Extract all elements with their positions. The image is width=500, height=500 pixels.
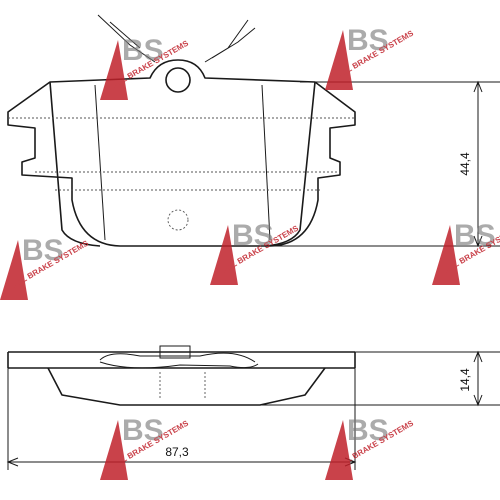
lug-circle xyxy=(167,209,189,231)
side-spring-clip xyxy=(99,352,259,369)
width-dimension-label: 87,3 xyxy=(165,445,189,459)
pad-side-view xyxy=(7,345,356,406)
svg-text:BS: BS xyxy=(347,414,389,447)
abs-logo-watermark: BS ALL BRAKE SYSTEMS xyxy=(325,414,416,480)
svg-text:BS: BS xyxy=(454,219,496,252)
abs-logo-watermark: BS ALL BRAKE SYSTEMS xyxy=(432,219,500,285)
backing-plate-outline xyxy=(7,59,356,247)
height-dimension-label: 44,4 xyxy=(458,152,472,176)
abs-logo-watermark: BS ALL BRAKE SYSTEMS xyxy=(210,219,301,285)
abs-logo-watermark: BS ALL BRAKE SYSTEMS xyxy=(0,234,91,300)
height-dimension: 44,4 xyxy=(270,80,500,248)
svg-text:BS: BS xyxy=(232,219,274,252)
watermark-logos: BS ALL BRAKE SYSTEMS BS ALL BRAKE SYSTEM… xyxy=(0,24,500,480)
inner-right-edge xyxy=(261,84,271,241)
inner-left-edge xyxy=(94,84,106,241)
abs-logo-watermark: BS ALL BRAKE SYSTEMS xyxy=(100,34,191,100)
width-dimension: 87,3 xyxy=(6,368,357,470)
side-clip-block xyxy=(159,345,191,359)
svg-text:BS: BS xyxy=(347,24,389,57)
abs-logo-watermark: BS ALL BRAKE SYSTEMS xyxy=(325,24,416,90)
pad-front-view xyxy=(7,14,356,247)
thickness-dimension: 14,4 xyxy=(260,350,500,407)
mounting-hole xyxy=(165,67,191,93)
spring-clip xyxy=(97,14,256,63)
svg-text:BS: BS xyxy=(122,34,164,67)
svg-text:BS: BS xyxy=(22,234,64,267)
svg-text:BS: BS xyxy=(122,414,164,447)
thickness-dimension-label: 14,4 xyxy=(458,368,472,392)
side-friction-block xyxy=(47,367,326,406)
friction-material-outline xyxy=(49,81,316,247)
